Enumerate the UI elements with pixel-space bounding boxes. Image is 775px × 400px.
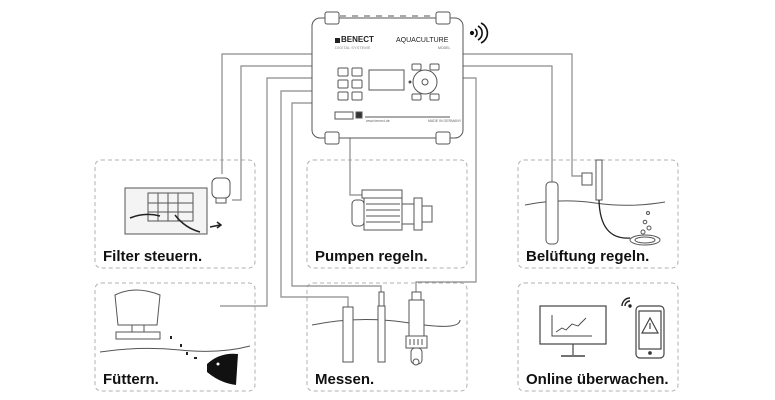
signal-icon xyxy=(621,297,632,308)
panel-label-pump: Pumpen regeln. xyxy=(315,248,428,265)
panel-label-measuring: Messen. xyxy=(315,371,375,388)
wire-filter-1 xyxy=(221,53,312,174)
feeder-icon xyxy=(99,289,251,385)
monitor-phone-icon xyxy=(539,297,665,359)
controller-brand: BENECT xyxy=(341,35,374,44)
fish-icon xyxy=(207,353,238,385)
wire-measure-1 xyxy=(280,90,349,308)
panel-box-filter xyxy=(94,159,256,269)
panel-label-aeration: Belüftung regeln. xyxy=(526,248,650,265)
panel-box-monitoring xyxy=(517,282,679,392)
wires xyxy=(220,53,582,308)
wire-measure-3 xyxy=(415,77,477,292)
wire-measure-2 xyxy=(291,102,382,292)
panel-label-filter: Filter steuern. xyxy=(103,248,203,265)
wire-aeration-1 xyxy=(463,53,582,177)
pump-icon xyxy=(351,189,433,231)
wire-pump xyxy=(349,138,364,196)
wire-filter-2 xyxy=(232,65,312,201)
wire-aeration-2 xyxy=(463,65,553,185)
controller-device xyxy=(311,11,464,145)
controller-product-sub: MODEL xyxy=(438,46,451,50)
panel-box-measuring xyxy=(306,282,468,392)
filter-sensor-icon xyxy=(124,177,231,235)
controller-made-in: MADE IN GERMANY xyxy=(428,119,462,123)
panel-box-pump xyxy=(306,159,468,269)
controller-website: www.benect.de xyxy=(366,119,390,123)
wireless-signal-icon xyxy=(469,22,489,44)
monitor-icon xyxy=(539,305,607,345)
panel-label-monitoring: Online überwachen. xyxy=(526,371,669,388)
controller-product: AQUACULTURE xyxy=(396,37,449,44)
panel-label-feeding: Füttern. xyxy=(103,371,159,388)
aeration-icon xyxy=(524,159,666,246)
warning-icon xyxy=(641,316,659,334)
controller-display xyxy=(368,69,405,91)
probe-icon xyxy=(311,291,461,366)
panel-box-feeding xyxy=(94,282,256,392)
controller-brand-sub: DIGITAL SYSTEMS xyxy=(335,45,371,50)
wire-feeding xyxy=(220,77,312,307)
